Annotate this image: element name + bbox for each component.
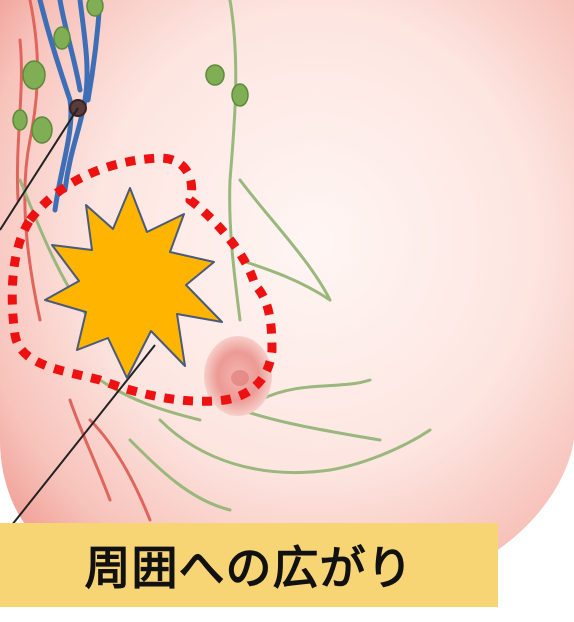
nipple-center [231,370,249,386]
caption-box: 周囲への広がり [0,523,498,607]
starburst-icon [44,187,223,379]
caption-label: 周囲への広がり [84,541,414,595]
red-vessels [15,0,152,522]
pointer-line-upper [0,107,79,231]
pointer-line-lower [0,344,156,541]
blue-vessels [37,0,103,213]
lymph-node-icon [12,0,249,144]
dotted-outline-icon [7,153,277,406]
